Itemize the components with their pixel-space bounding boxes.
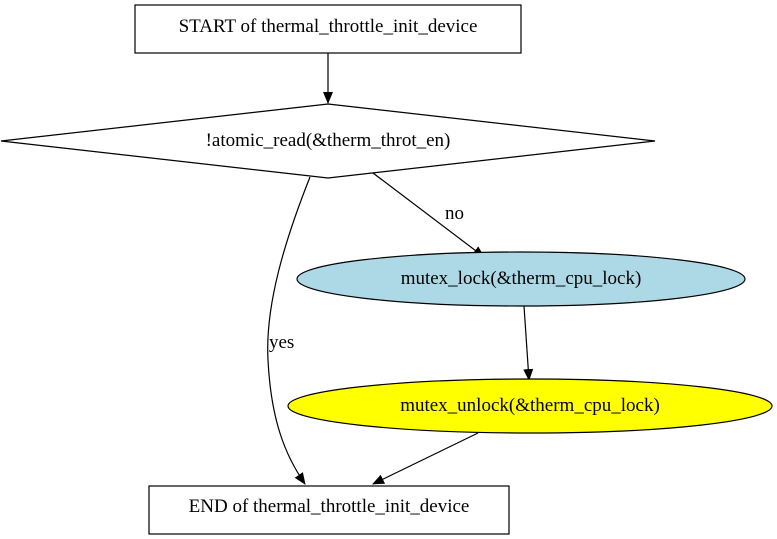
end-label: END of thermal_throttle_init_device <box>189 496 470 517</box>
condition-diamond <box>0 103 656 179</box>
edge-lock-to-unlock <box>523 305 534 381</box>
unlock-label: mutex_unlock(&therm_cpu_lock) <box>400 395 660 416</box>
node-end: END of thermal_throttle_init_device <box>148 485 510 535</box>
condition-label: !atomic_read(&therm_throt_en) <box>206 130 451 151</box>
edge-label-no: no <box>445 203 464 224</box>
edge-condition-to-lock <box>372 172 485 258</box>
node-unlock: mutex_unlock(&therm_cpu_lock) <box>287 378 773 434</box>
node-condition: !atomic_read(&therm_throt_en) <box>0 103 656 179</box>
edge-unlock-to-end <box>372 432 479 485</box>
unlock-ellipse <box>287 378 773 434</box>
end-box <box>148 485 510 535</box>
start-box <box>134 4 522 54</box>
node-start: START of thermal_throttle_init_device <box>134 4 522 54</box>
edge-condition-to-end <box>267 176 311 485</box>
lock-ellipse <box>296 251 746 307</box>
node-lock: mutex_lock(&therm_cpu_lock) <box>296 251 746 307</box>
edge-label-yes: yes <box>269 332 294 353</box>
lock-label: mutex_lock(&therm_cpu_lock) <box>401 268 642 289</box>
start-label: START of thermal_throttle_init_device <box>179 16 478 37</box>
